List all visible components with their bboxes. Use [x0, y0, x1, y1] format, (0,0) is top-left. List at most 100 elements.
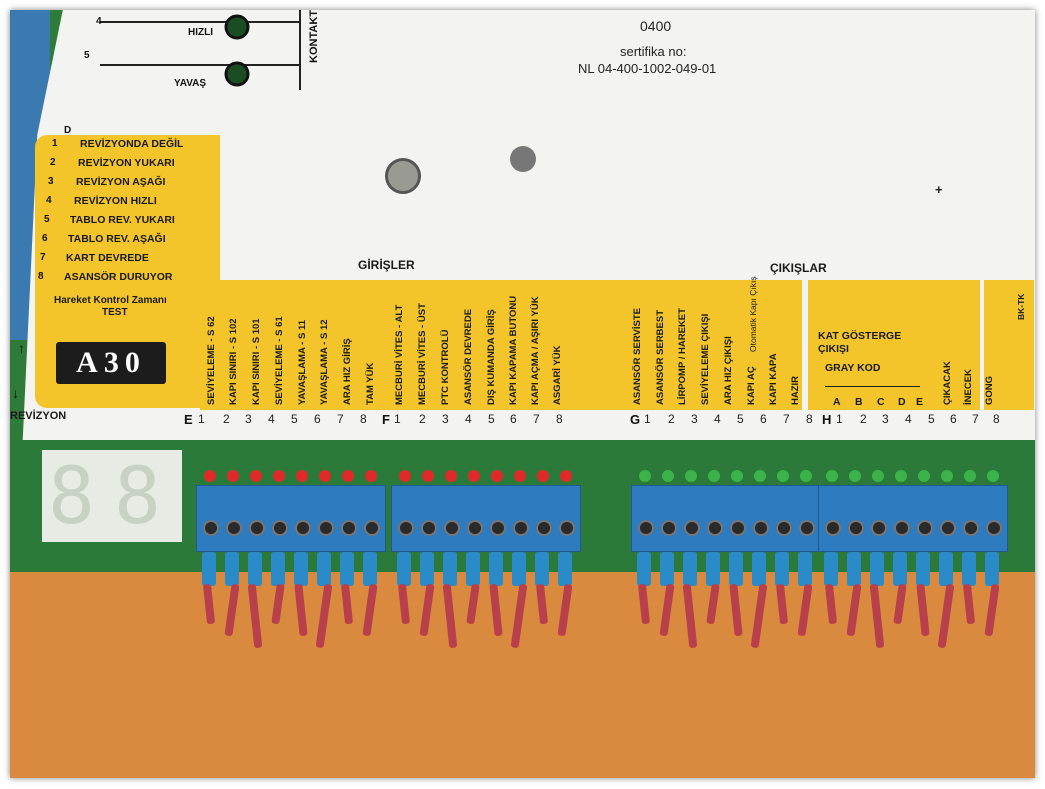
terminal-number: 4 [465, 412, 472, 426]
status-led [777, 470, 789, 482]
terminal-screw[interactable] [398, 520, 414, 536]
terminal-number: 1 [836, 412, 843, 426]
terminal-number: 1 [394, 412, 401, 426]
revision-item: REVİZYON AŞAĞI [76, 176, 166, 188]
terminal-letter: G [630, 412, 641, 427]
terminal-number: 6 [314, 412, 321, 426]
terminal-block [391, 485, 581, 552]
terminal-screw[interactable] [513, 520, 529, 536]
revision-num: 2 [50, 157, 56, 168]
wire [340, 583, 354, 625]
status-led [918, 470, 930, 482]
seven-seg-digit: 8 [114, 452, 161, 542]
status-led [422, 470, 434, 482]
model-badge: A30 [56, 342, 166, 384]
gray-bit: B [855, 396, 863, 408]
revision-header: D [64, 125, 72, 136]
revision-num: 8 [38, 271, 44, 282]
revision-num: 7 [40, 252, 46, 263]
status-led [987, 470, 999, 482]
terminal-screw[interactable] [341, 520, 357, 536]
status-led [849, 470, 861, 482]
terminal-screw[interactable] [684, 520, 700, 536]
terminal-screw[interactable] [661, 520, 677, 536]
terminal-screw[interactable] [799, 520, 815, 536]
wire-sleeve [824, 552, 838, 586]
wire [419, 583, 435, 637]
terminal-screw[interactable] [776, 520, 792, 536]
terminal-screw[interactable] [559, 520, 575, 536]
revision-num: 5 [44, 214, 50, 225]
terminal-screw[interactable] [753, 520, 769, 536]
terminal-screw[interactable] [272, 520, 288, 536]
terminal-number: 3 [245, 412, 252, 426]
terminal-number: 5 [291, 412, 298, 426]
output-g-label: SEVİYELEME ÇIKIŞI [700, 313, 711, 405]
input-f-label: ASGARİ YÜK [552, 345, 563, 405]
terminal-number: 3 [691, 412, 698, 426]
output-g-label: KAPI AÇ [746, 366, 757, 405]
terminal-screw[interactable] [917, 520, 933, 536]
terminal-screw[interactable] [986, 520, 1002, 536]
output-g-label: KAPI KAPA [768, 353, 779, 405]
terminal-screw[interactable] [940, 520, 956, 536]
wire [775, 583, 789, 625]
terminal-screw[interactable] [467, 520, 483, 536]
terminal-number: 2 [223, 412, 230, 426]
wire [535, 583, 549, 625]
terminal-number: 5 [488, 412, 495, 426]
terminal-screw[interactable] [536, 520, 552, 536]
status-led [273, 470, 285, 482]
wire [750, 583, 768, 649]
wire-sleeve [363, 552, 377, 586]
status-led [964, 470, 976, 482]
terminal-number: 1 [644, 412, 651, 426]
terminal-screw[interactable] [295, 520, 311, 536]
terminal-screw[interactable] [490, 520, 506, 536]
status-led [319, 470, 331, 482]
status-led [941, 470, 953, 482]
h-title1: KAT GÖSTERGE [818, 330, 902, 342]
status-led [537, 470, 549, 482]
wire [510, 583, 528, 649]
input-e-label: SEVİYELEME - S 62 [206, 316, 217, 405]
outputs-g-label-bar [626, 280, 802, 410]
terminal-number: 8 [556, 412, 563, 426]
terminal-screw[interactable] [226, 520, 242, 536]
terminal-screw[interactable] [848, 520, 864, 536]
terminal-number: 6 [760, 412, 767, 426]
terminal-screw[interactable] [894, 520, 910, 536]
terminal-screw[interactable] [203, 520, 219, 536]
wire [271, 583, 285, 625]
terminal-screw[interactable] [444, 520, 460, 536]
input-e-label: SEVİYELEME - S 61 [274, 316, 285, 405]
cert-number: NL 04-400-1002-049-01 [578, 61, 717, 76]
terminal-screw[interactable] [871, 520, 887, 536]
terminal-screw[interactable] [638, 520, 654, 536]
terminal-screw[interactable] [421, 520, 437, 536]
wire-sleeve [683, 552, 697, 586]
status-led [514, 470, 526, 482]
terminal-screw[interactable] [318, 520, 334, 536]
input-e-label: YAVAŞLAMA - S 11 [297, 320, 308, 405]
terminal-number: 7 [972, 412, 979, 426]
wire [315, 583, 333, 649]
terminal-screw[interactable] [825, 520, 841, 536]
arrow-up-icon: ↑ [18, 340, 25, 356]
terminal-number: 3 [882, 412, 889, 426]
terminal-number: 2 [419, 412, 426, 426]
terminal-screw[interactable] [707, 520, 723, 536]
status-led [872, 470, 884, 482]
status-led [204, 470, 216, 482]
terminal-screw[interactable] [364, 520, 380, 536]
terminal-screw[interactable] [249, 520, 265, 536]
wire-sleeve [939, 552, 953, 586]
wire-sleeve [706, 552, 720, 586]
terminal-number: 4 [714, 412, 721, 426]
wire-sleeve [752, 552, 766, 586]
terminal-screw[interactable] [963, 520, 979, 536]
wire-sleeve [729, 552, 743, 586]
output-g-label: ASANSÖR SERBEST [655, 309, 666, 405]
terminal-screw[interactable] [730, 520, 746, 536]
terminal-number: 7 [783, 412, 790, 426]
